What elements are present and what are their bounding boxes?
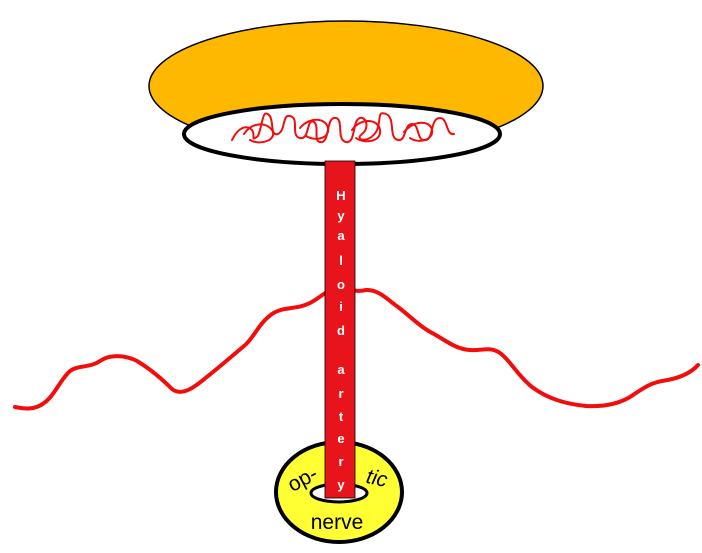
artery-letter: d xyxy=(337,323,345,338)
retina-line xyxy=(15,288,698,409)
artery-letter: e xyxy=(337,431,344,446)
artery-letter: y xyxy=(337,208,345,223)
artery-letter: a xyxy=(337,362,345,377)
artery-letter: l xyxy=(339,253,343,268)
artery-letter: o xyxy=(337,277,345,292)
artery-letter: a xyxy=(337,228,345,243)
artery-letter: H xyxy=(336,188,345,203)
artery-letter: y xyxy=(337,477,345,492)
artery-letter: t xyxy=(339,409,344,424)
artery-letter: r xyxy=(338,454,343,469)
optic-nerve-label-nerve: nerve xyxy=(311,511,364,534)
artery-letter: i xyxy=(339,299,343,314)
artery-letter: r xyxy=(338,386,343,401)
